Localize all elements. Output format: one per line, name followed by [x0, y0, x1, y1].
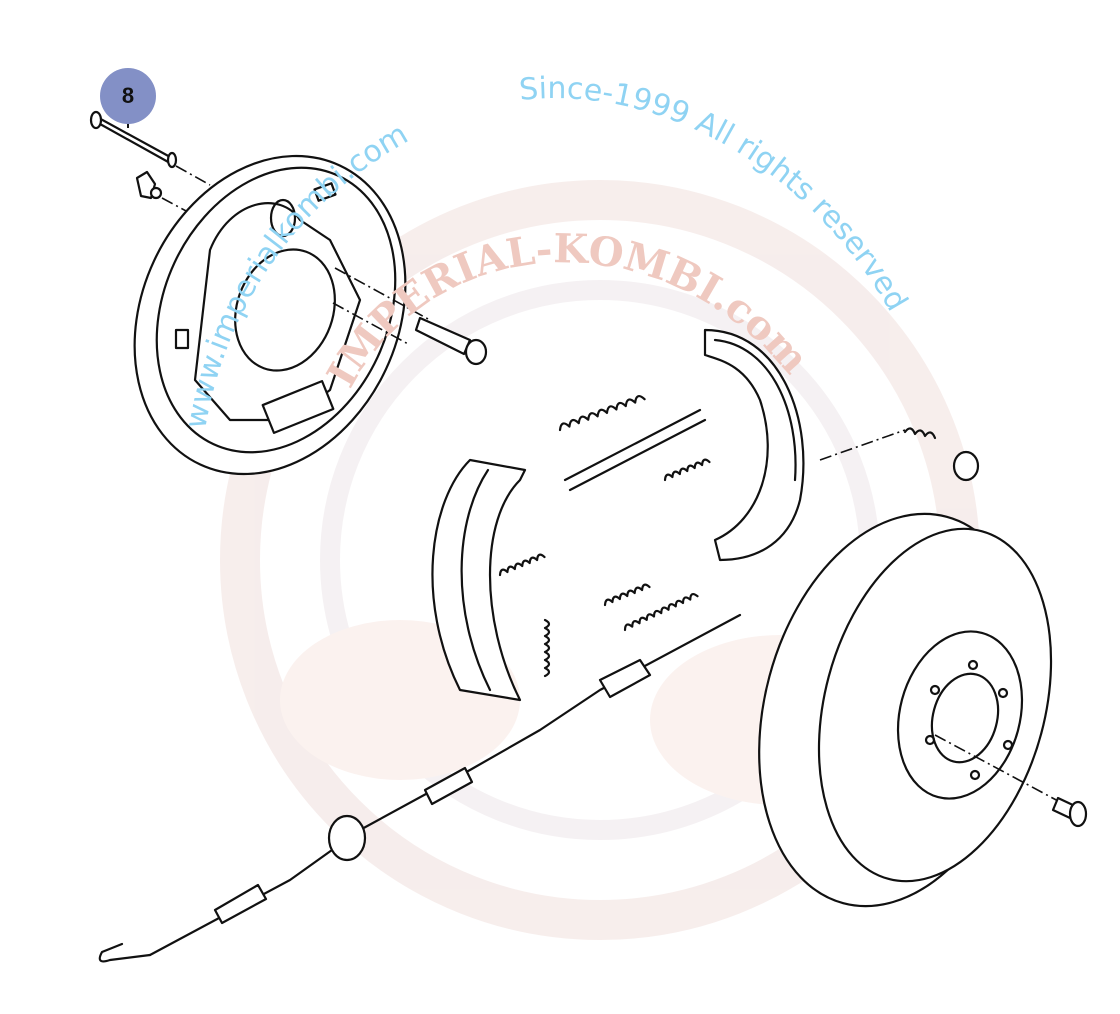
- springs: [498, 395, 711, 678]
- callout-badge-8[interactable]: 8: [100, 68, 156, 124]
- clip-part: [135, 170, 189, 213]
- backing-plate: [133, 154, 407, 476]
- brake-shoe-left: [431, 458, 527, 702]
- pin-part: [89, 110, 211, 186]
- brake-drum: [758, 512, 1088, 908]
- handbrake-cable: [98, 613, 742, 963]
- callout-number: 8: [121, 83, 135, 108]
- hold-down-spring: [819, 427, 980, 482]
- plate-bolt: [332, 267, 488, 366]
- brake-shoe-right: [703, 328, 805, 562]
